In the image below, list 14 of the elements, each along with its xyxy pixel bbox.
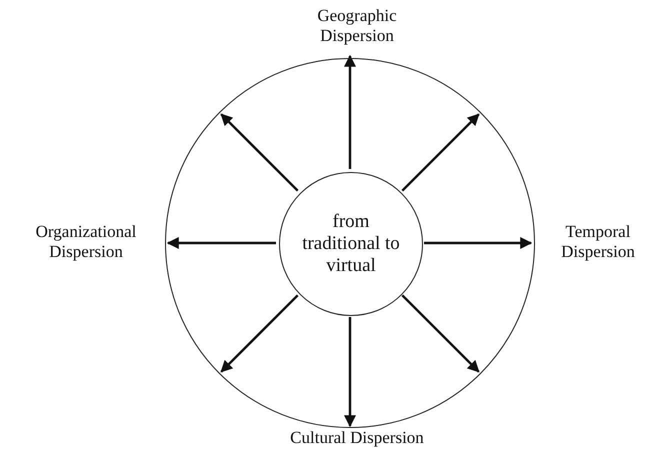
arrow [220, 294, 299, 373]
arrow [166, 237, 276, 249]
arrow [401, 294, 480, 373]
dimension-label: Geographic Dispersion [287, 6, 427, 54]
center-text: from traditional to virtual [301, 211, 401, 277]
dimension-label: Temporal Dispersion [533, 222, 663, 270]
dimension-label: Cultural Dispersion [287, 428, 427, 475]
arrow [220, 113, 299, 192]
arrow [344, 317, 356, 428]
arrow [401, 113, 480, 192]
arrow [424, 237, 532, 249]
dimension-label: Organizational Dispersion [6, 222, 166, 270]
outer-circle [165, 58, 535, 428]
arrow [344, 54, 356, 169]
